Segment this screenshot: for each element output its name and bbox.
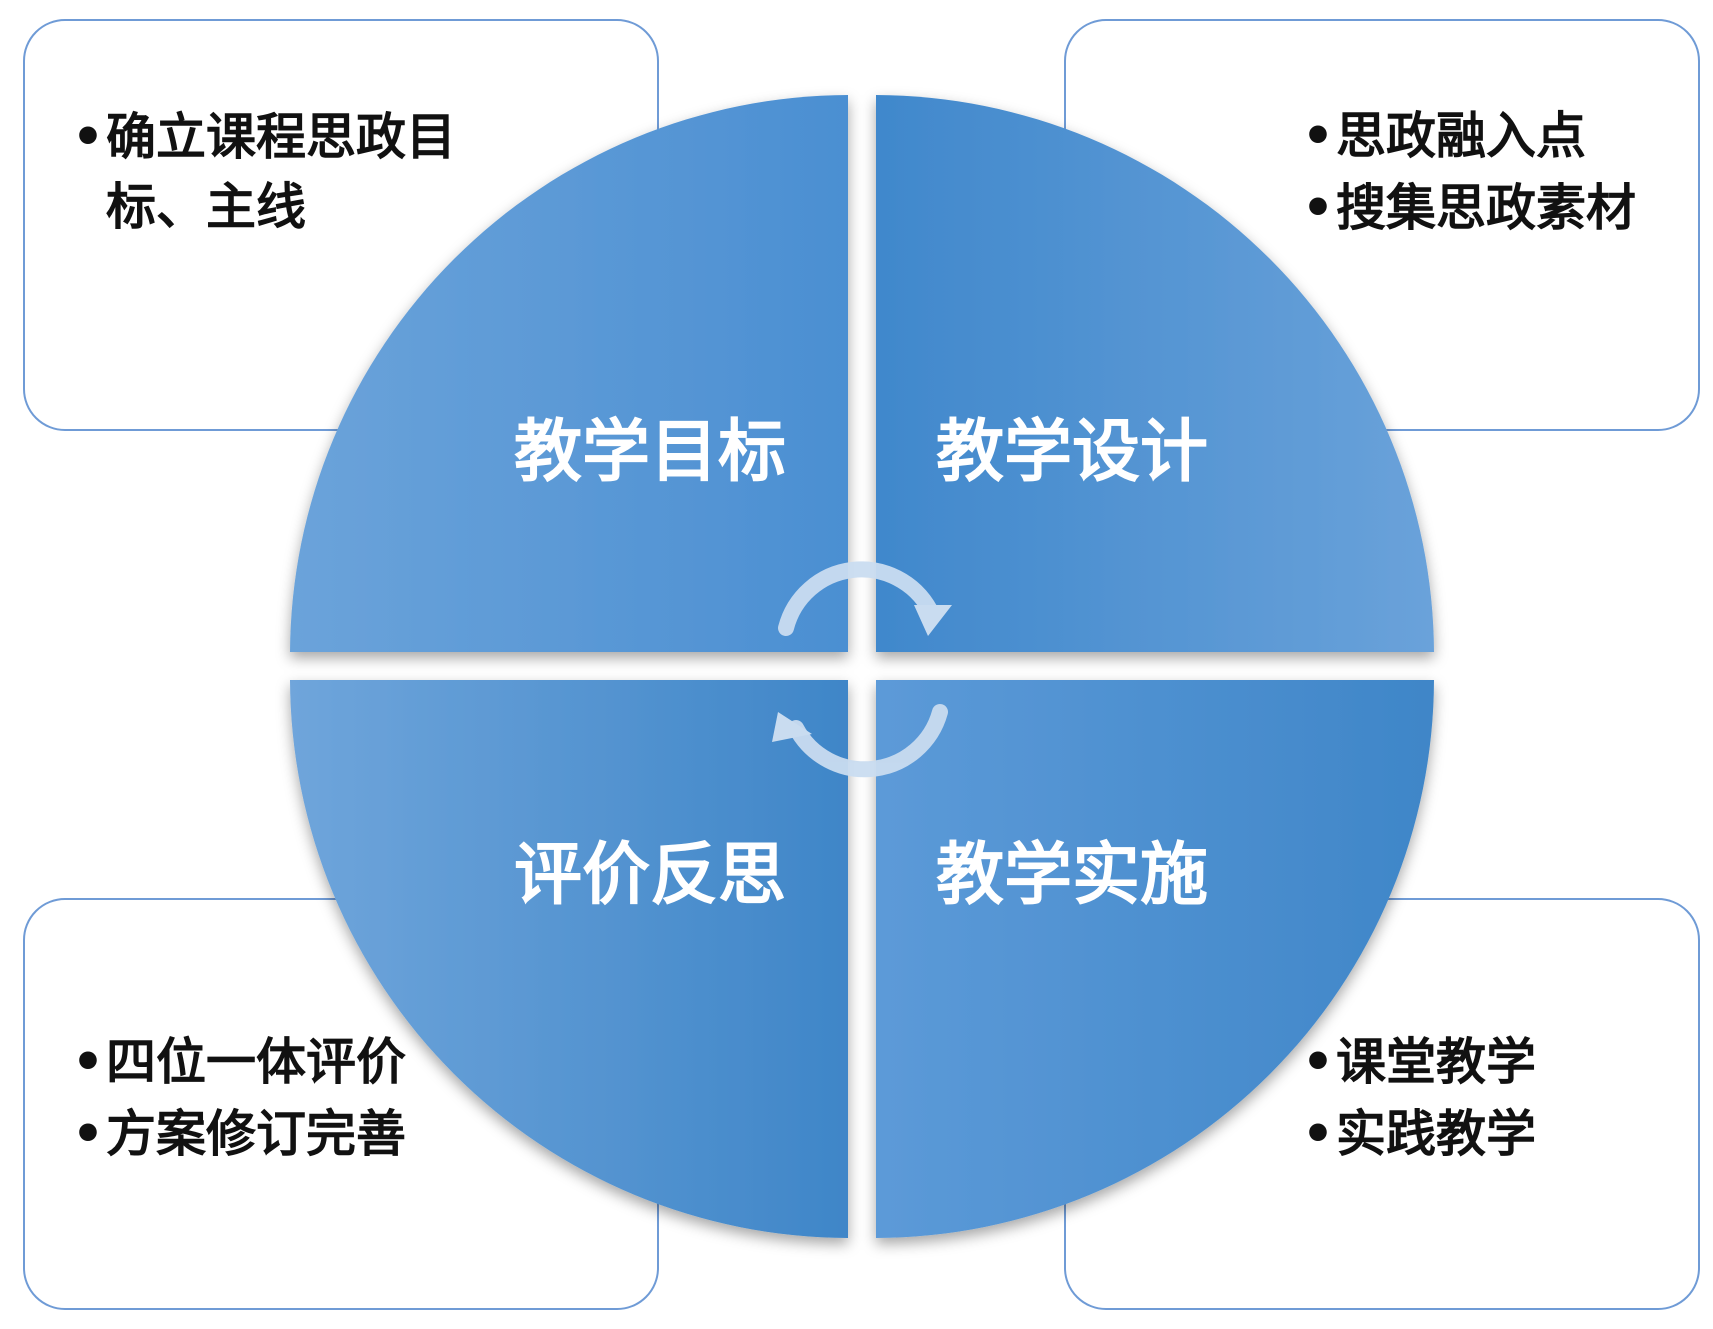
cycle-arrow-icon [778, 561, 948, 778]
implementation-notes: 课堂教学 实践教学 [1296, 1026, 1696, 1170]
quadrant-implementation [876, 680, 1434, 1238]
list-item: 搜集思政素材 [1296, 172, 1696, 244]
quadrant-label-evaluation: 评价反思 [514, 836, 786, 915]
quadrant-objectives [290, 95, 848, 652]
evaluation-notes: 四位一体评价 方案修订完善 [66, 1026, 486, 1170]
design-notes: 思政融入点 搜集思政素材 [1296, 100, 1696, 244]
list-item: 思政融入点 [1296, 100, 1696, 172]
quadrant-design [876, 95, 1434, 652]
cycle-arrowhead-icon [772, 605, 952, 742]
quadrant-label-objectives: 教学目标 [514, 413, 786, 492]
quadrant-label-design: 教学设计 [936, 413, 1208, 492]
objectives-notes: 确立课程思政目标、主线 [66, 102, 486, 242]
list-item: 方案修订完善 [66, 1098, 486, 1170]
list-item: 课堂教学 [1296, 1026, 1696, 1098]
list-item: 确立课程思政目标、主线 [66, 102, 486, 242]
quadrant-label-implementation: 教学实施 [936, 836, 1208, 915]
list-item: 四位一体评价 [66, 1026, 486, 1098]
quadrant-evaluation [290, 680, 848, 1238]
list-item: 实践教学 [1296, 1098, 1696, 1170]
